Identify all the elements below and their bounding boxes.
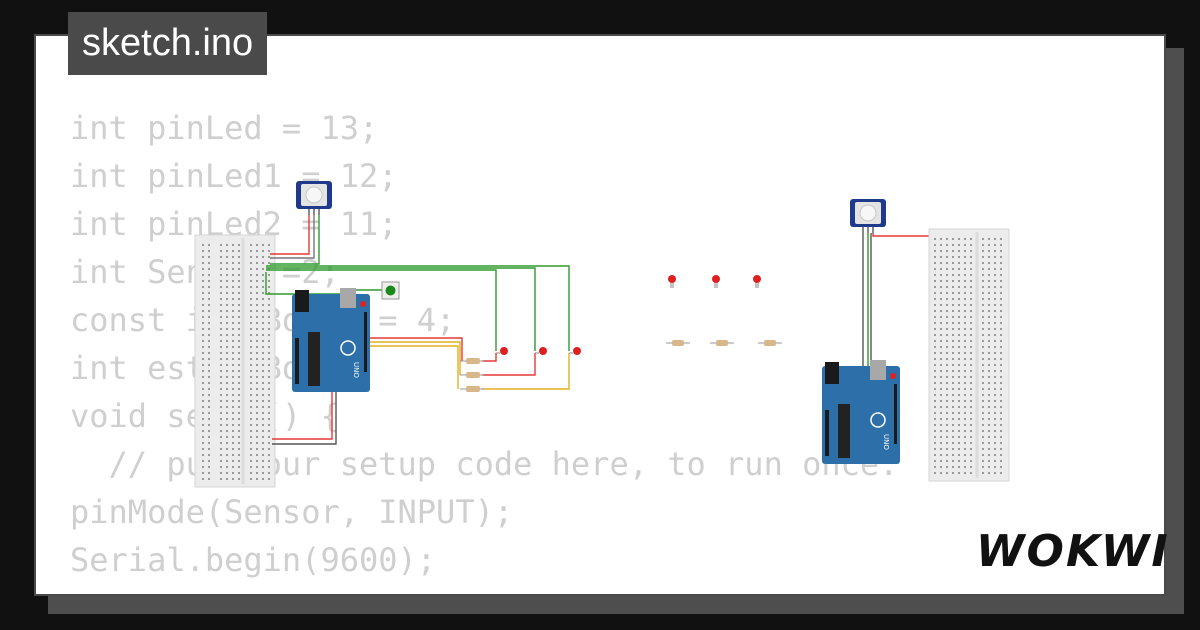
resistor-icon (460, 358, 484, 364)
leds-left (496, 347, 581, 355)
resistor-icon (460, 386, 484, 392)
wires-left (265, 215, 570, 445)
resistor-icon (710, 340, 734, 346)
resistor-icon (758, 340, 782, 346)
code-line: int pinLed1 = 12; (70, 157, 398, 195)
resistors-left (460, 358, 484, 392)
arduino-board-label: UNO (882, 434, 890, 450)
arduino-uno-icon: UNO (292, 288, 370, 392)
circuit-diagram: UNO (194, 181, 1010, 488)
file-tab[interactable]: sketch.ino (68, 12, 268, 75)
breadboard-right (928, 228, 1010, 482)
leds-loose (668, 275, 761, 288)
code-line: pinMode(Sensor, INPUT); (70, 493, 514, 531)
file-tab-label: sketch.ino (82, 22, 254, 64)
led-icon (496, 347, 508, 355)
resistors-loose (666, 340, 782, 346)
push-button-icon (381, 281, 400, 300)
led-icon (569, 347, 581, 355)
code-line: pinMode(pinLed, OUTPUT); (70, 584, 898, 594)
breadboard-left (194, 234, 276, 488)
arduino-board-label: UNO (352, 362, 360, 378)
wokwi-logo-text: WOKWI (976, 526, 1170, 577)
code-line: int pinLed = 13; (70, 109, 379, 147)
wokwi-logo: WOKWI (976, 526, 1170, 577)
led-icon (535, 347, 547, 355)
preview-card: int pinLed = 13;int pinLed1 = 12;int pin… (34, 34, 1166, 596)
led-icon (712, 275, 720, 288)
code-background: int pinLed = 13;int pinLed1 = 12;int pin… (70, 104, 898, 594)
resistor-icon (666, 340, 690, 346)
code-line: Serial.begin(9600); (70, 541, 437, 579)
pir-sensor-icon (296, 181, 332, 215)
led-icon (753, 275, 761, 288)
led-icon (668, 275, 676, 288)
pir-sensor-icon (850, 199, 886, 233)
arduino-uno-icon: UNO (822, 360, 900, 464)
resistor-icon (460, 372, 484, 378)
